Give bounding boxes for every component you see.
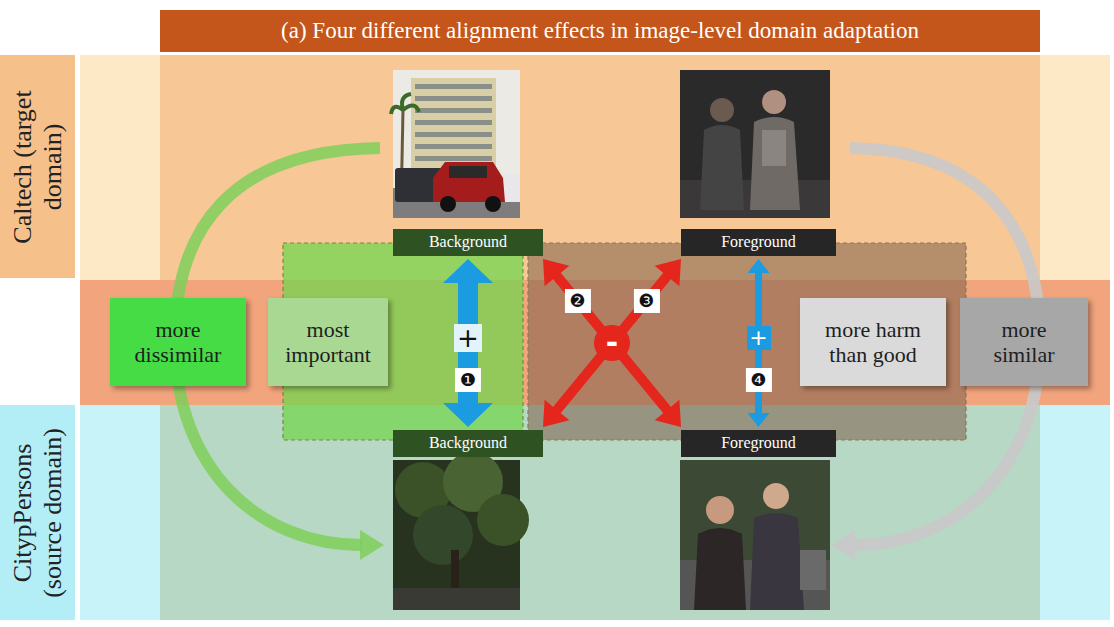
domain-grounds <box>160 55 1040 405</box>
region-tag: Background <box>393 229 543 256</box>
sign-label: + <box>454 324 482 352</box>
photo-pedestrians <box>762 90 786 114</box>
box-label: most important <box>278 317 378 368</box>
photo-pedestrians <box>762 130 786 166</box>
photo-pedestrians <box>763 483 789 509</box>
arrow-head <box>655 400 681 427</box>
photo-pedestrians <box>700 125 744 210</box>
arrow-head <box>655 259 681 286</box>
box-label: Foreground <box>721 434 796 452</box>
curved-arrow <box>360 530 384 560</box>
box-label: Background <box>429 233 507 251</box>
band-label: CitypPersons (source domain) <box>8 408 68 618</box>
photo-pedestrians <box>680 70 830 218</box>
domain-band: CitypPersons (source domain) <box>0 405 75 620</box>
photo-pedestrians <box>750 117 800 210</box>
arrow-head <box>748 413 770 427</box>
photo-pedestrians <box>710 98 734 122</box>
title-bar: (a) Four different alignment effects in … <box>160 10 1040 52</box>
note-box: more harm than good <box>800 298 946 386</box>
photo-pedestrians <box>750 513 804 610</box>
photo-street <box>393 70 520 218</box>
photo-street <box>485 196 501 212</box>
domain-grounds <box>80 55 1110 620</box>
photo-street <box>415 120 492 125</box>
photo-street <box>449 166 487 178</box>
connector-arrow <box>748 259 770 427</box>
callout-number: ❹ <box>745 368 771 392</box>
box-label: Background <box>429 434 507 452</box>
photo-trees <box>477 494 529 546</box>
dashed-region <box>528 243 966 440</box>
photo-pedestrians <box>680 460 830 610</box>
box-label: more dissimilar <box>122 317 234 368</box>
box-label: Foreground <box>721 233 796 251</box>
photo-street <box>415 132 492 137</box>
region-tag: Foreground <box>681 430 836 457</box>
region-tag: Foreground <box>681 229 836 256</box>
photo-street <box>433 162 505 202</box>
note-box: more dissimilar <box>110 298 246 386</box>
photo-street <box>415 84 492 89</box>
callout-number: ❸ <box>633 289 659 313</box>
connector-arrow <box>443 259 493 427</box>
arrow-shaft <box>554 273 670 414</box>
photo-pedestrians <box>706 496 734 524</box>
photo-street <box>440 196 456 212</box>
photo-street <box>415 144 492 149</box>
arrow-shaft <box>554 273 670 414</box>
photo-street <box>391 94 419 114</box>
photo-pedestrians <box>680 460 830 610</box>
region-tag: Background <box>393 430 543 457</box>
title-text: (a) Four different alignment effects in … <box>281 18 919 44</box>
arrow-head <box>543 400 569 427</box>
callout-number: ❷ <box>564 289 590 313</box>
photo-street <box>415 84 492 161</box>
photo-trees <box>393 588 520 610</box>
arrow-head <box>543 259 569 286</box>
photo-street <box>415 156 492 161</box>
photo-street <box>415 96 492 101</box>
band-label: Caltech (target domain) <box>8 59 68 274</box>
connector-arrow <box>543 259 681 427</box>
arrow-head <box>443 403 493 427</box>
dashed-region <box>528 243 966 440</box>
photo-pedestrians <box>694 528 746 610</box>
domain-band: Caltech (target domain) <box>0 55 75 278</box>
sign-label: + <box>747 326 771 350</box>
arrow-head <box>443 259 493 283</box>
connector-arrow <box>543 259 681 427</box>
photo-trees <box>393 452 529 610</box>
box-label: more harm than good <box>817 317 929 368</box>
photo-street <box>415 108 492 113</box>
sign-label: - <box>594 325 630 361</box>
box-label: more similar <box>974 317 1074 368</box>
photo-pedestrians <box>680 70 830 218</box>
curved-arrow <box>831 530 855 560</box>
photo-pedestrians <box>800 550 826 590</box>
arrow-head <box>748 259 770 273</box>
note-box: more similar <box>960 298 1088 386</box>
callout-number: ❶ <box>455 368 481 392</box>
note-box: most important <box>268 298 388 386</box>
photo-street <box>391 70 520 218</box>
photo-trees <box>413 505 473 565</box>
